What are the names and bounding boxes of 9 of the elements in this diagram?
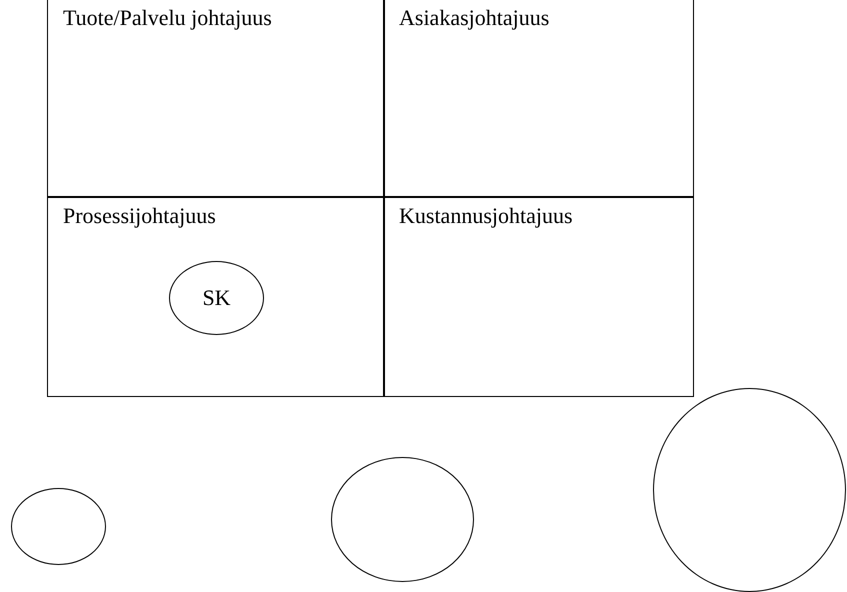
- cell-title: Prosessijohtajuus: [63, 203, 216, 228]
- cell-title: Tuote/Palvelu johtajuus: [63, 5, 272, 30]
- matrix-cell: [47, 196, 385, 397]
- matrix-cell: [47, 0, 385, 198]
- cell-title: Kustannusjohtajuus: [399, 203, 573, 228]
- matrix-cell: [383, 0, 694, 198]
- ellipse-label: SK: [202, 285, 231, 311]
- matrix-cell: [383, 196, 694, 397]
- cell-title: Asiakasjohtajuus: [399, 5, 550, 30]
